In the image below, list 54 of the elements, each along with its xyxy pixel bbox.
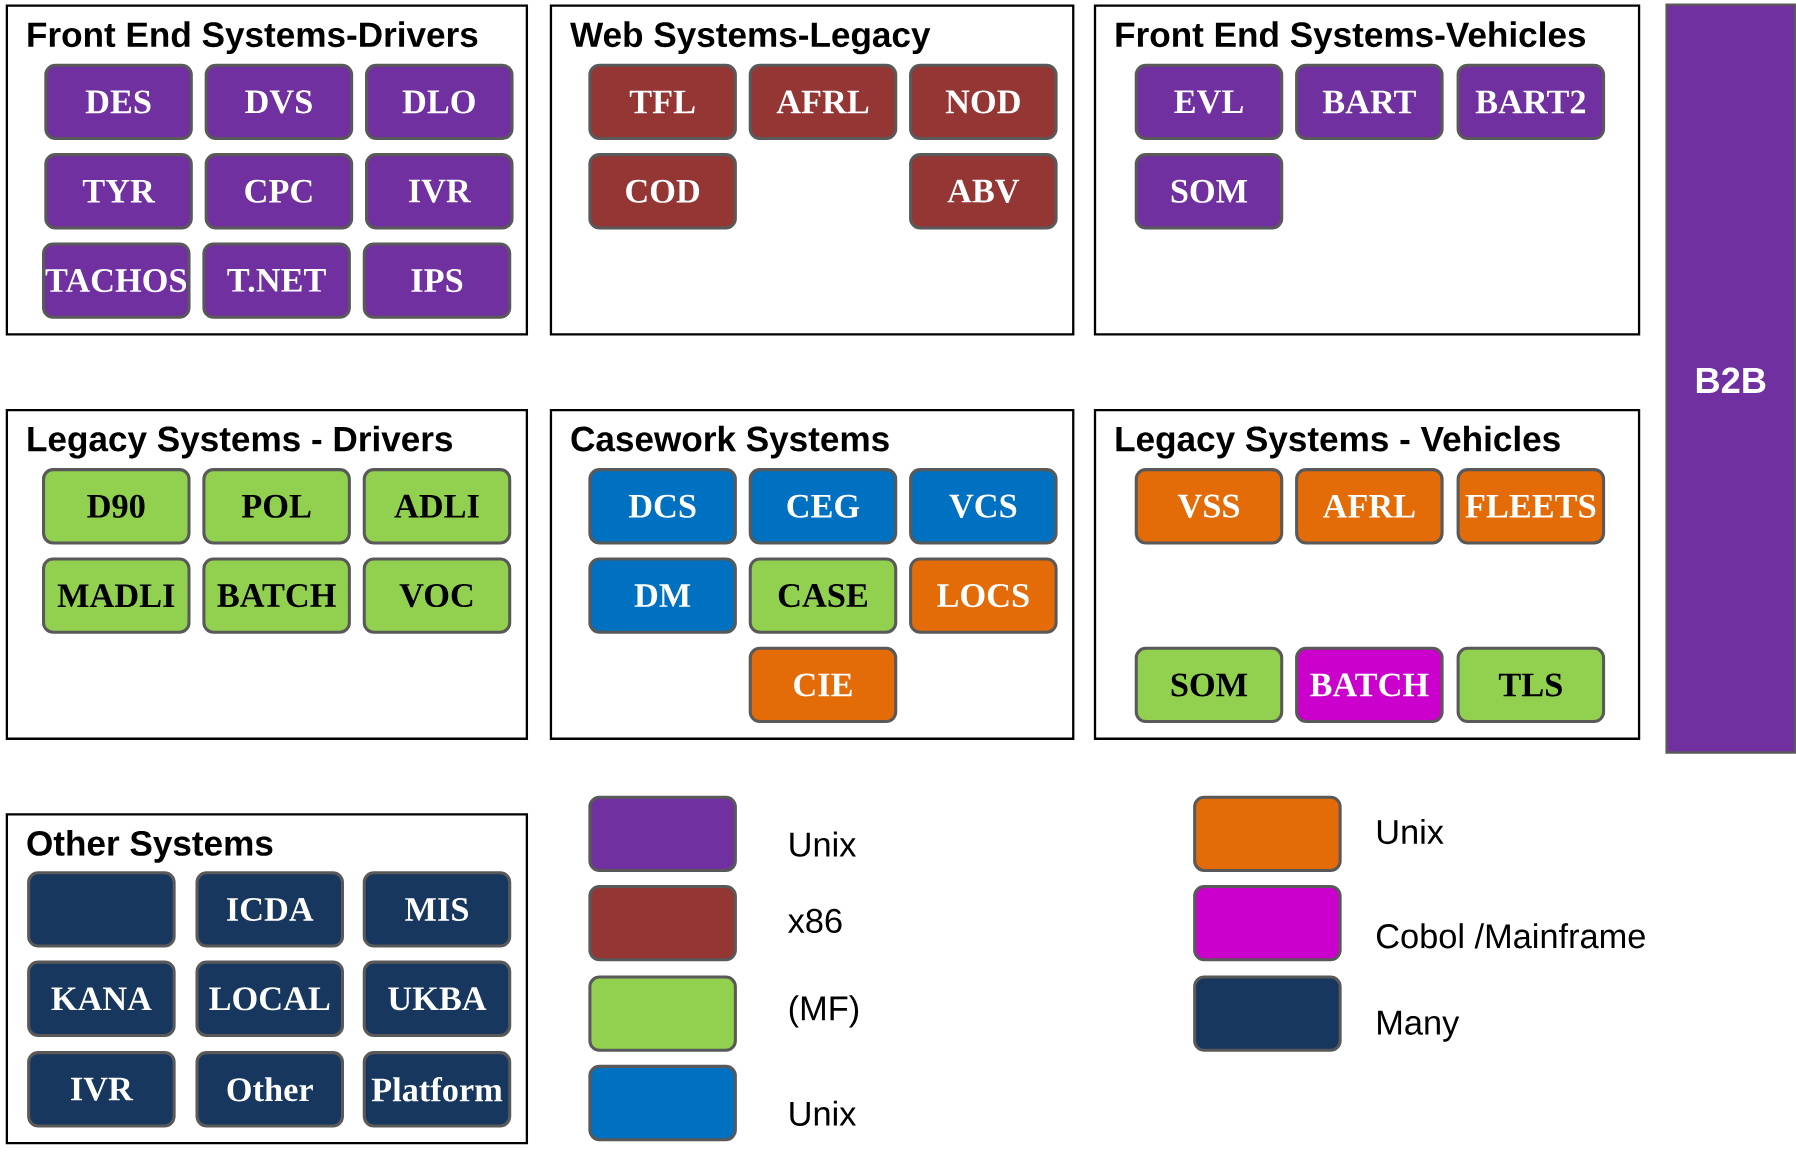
- system-box: NOD: [909, 63, 1058, 140]
- system-box: CIE: [748, 646, 898, 723]
- system-box: [27, 871, 176, 948]
- system-box: ICDA: [195, 871, 344, 948]
- system-box: AFRL: [1295, 467, 1444, 545]
- system-box: DVS: [204, 63, 354, 140]
- system-box: TLS: [1456, 646, 1606, 723]
- legend-label: (MF): [789, 995, 859, 1028]
- system-box: ABV: [909, 152, 1058, 230]
- system-box: IVR: [365, 152, 514, 230]
- system-box: BART: [1295, 63, 1444, 140]
- system-box: Platform: [362, 1050, 512, 1128]
- system-box: DES: [44, 63, 193, 140]
- system-box: CEG: [748, 467, 898, 545]
- system-box: VOC: [362, 557, 512, 634]
- system-box: BART2: [1456, 63, 1606, 140]
- system-box: TYR: [44, 152, 193, 230]
- system-box: LOCAL: [195, 960, 344, 1037]
- legend-label: Unix: [790, 831, 857, 857]
- system-box: DM: [588, 557, 737, 634]
- system-box: DLO: [365, 63, 514, 140]
- system-box: UKBA: [362, 960, 512, 1037]
- system-box: BATCH: [1295, 646, 1444, 723]
- legend-label: Many: [1378, 1010, 1460, 1042]
- system-box: COD: [588, 152, 737, 230]
- system-box: IPS: [362, 242, 512, 319]
- system-box: VCS: [909, 467, 1058, 545]
- system-box: SOM: [1134, 646, 1284, 723]
- legend-label: Unix: [1377, 818, 1444, 844]
- legend-label: Cobol /Mainframe: [1377, 922, 1645, 949]
- system-box: TFL: [588, 63, 737, 140]
- system-box: EVL: [1134, 63, 1284, 140]
- system-box: ADLI: [362, 467, 512, 545]
- system-box: LOCS: [909, 557, 1058, 634]
- system-box: T.NET: [202, 242, 351, 319]
- system-box: MADLI: [42, 557, 191, 634]
- system-box: DCS: [588, 467, 737, 545]
- system-box: VSS: [1134, 467, 1284, 545]
- system-box: CPC: [204, 152, 354, 230]
- legend-label: x86: [788, 908, 842, 933]
- system-box: IVR: [27, 1050, 176, 1128]
- system-box: KANA: [27, 960, 176, 1037]
- system-box: BATCH: [202, 557, 351, 634]
- system-box: Other: [195, 1050, 344, 1128]
- system-box: D90: [42, 467, 191, 545]
- system-box: TACHOS: [42, 242, 191, 319]
- system-box: POL: [202, 467, 351, 545]
- legend-label: Unix: [790, 1100, 857, 1126]
- system-band: B2B: [1665, 3, 1796, 754]
- system-box: AFRL: [748, 63, 898, 140]
- system-box: SOM: [1134, 152, 1284, 230]
- system-box: MIS: [362, 871, 512, 948]
- system-box: CASE: [748, 557, 898, 634]
- system-box: FLEETS: [1456, 467, 1606, 545]
